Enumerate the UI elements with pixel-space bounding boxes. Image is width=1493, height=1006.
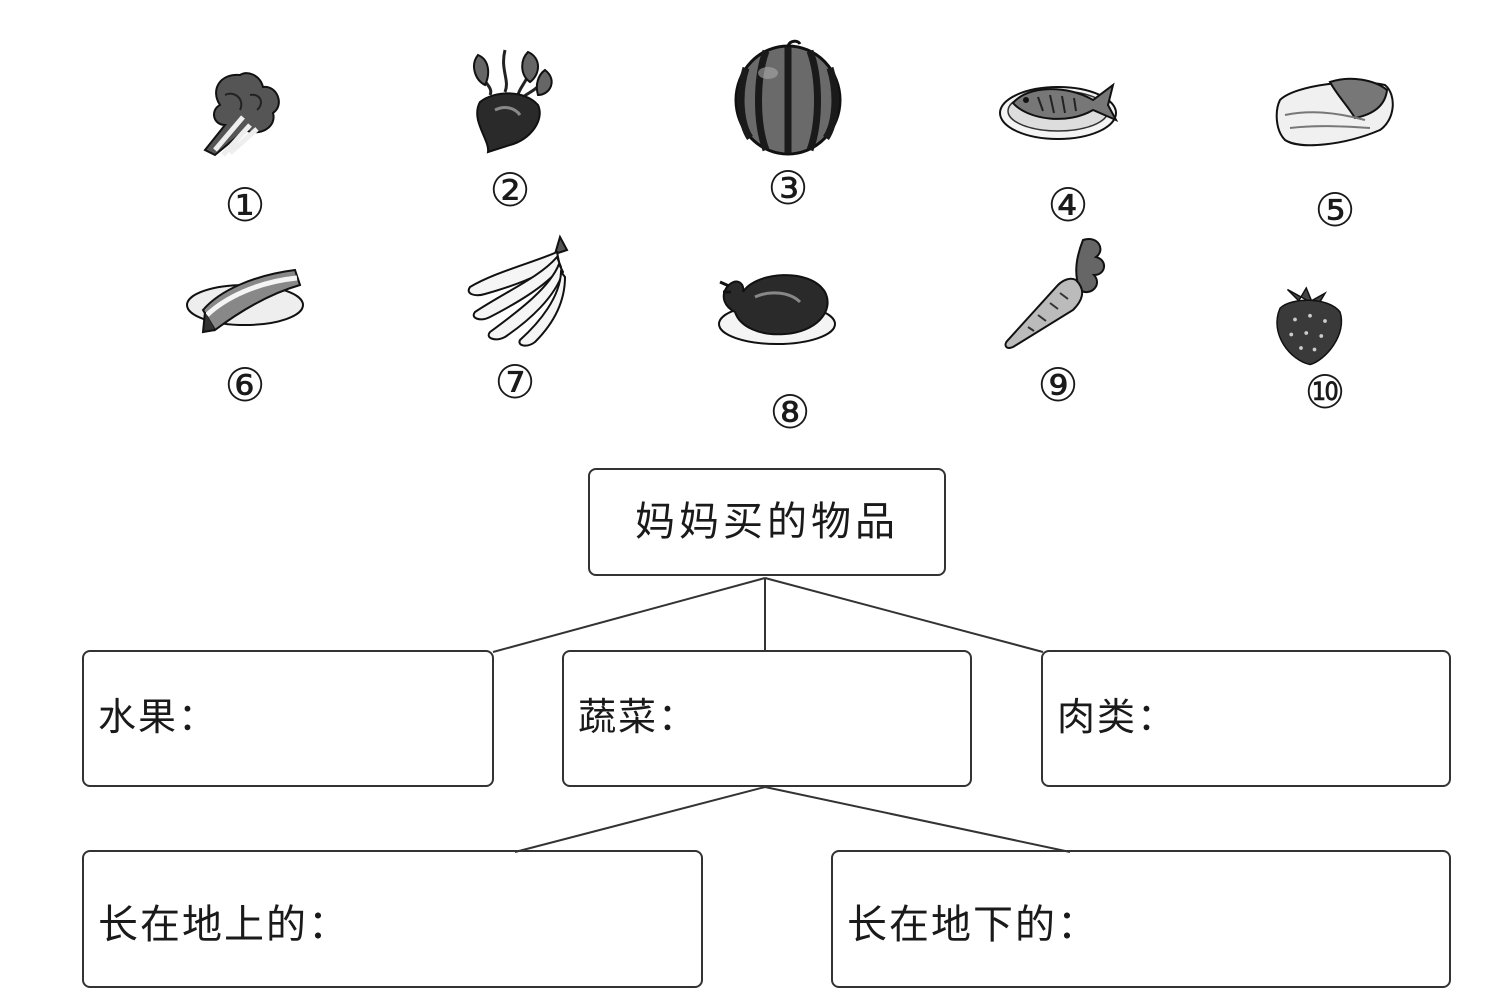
item-number: ⑦ <box>494 355 536 409</box>
beet-icon <box>473 49 553 154</box>
carrot-icon <box>1004 238 1105 349</box>
item-number: ① <box>224 178 266 232</box>
chinese-cabbage-icon <box>1275 77 1394 147</box>
item-number: ⑧ <box>769 385 811 439</box>
item-number: ④ <box>1047 178 1089 232</box>
item-8: ⑧ <box>690 262 890 452</box>
vegetable-label: 蔬菜： <box>578 695 699 739</box>
item-10: ⑩ <box>1225 282 1425 472</box>
connector-vegetable-above <box>514 786 766 853</box>
strawberry-icon <box>1276 286 1343 366</box>
item-number: ② <box>489 163 531 217</box>
item-3: ③ <box>688 38 888 228</box>
bok-choy-icon <box>203 72 280 157</box>
item-9: ⑨ <box>958 235 1158 425</box>
item-5: ⑤ <box>1235 60 1435 250</box>
item-number: ⑥ <box>224 358 266 412</box>
connector-vegetable-below <box>764 786 1071 853</box>
connector-root-meat <box>764 577 1044 653</box>
banana-icon <box>467 234 569 347</box>
fish-on-plate-icon <box>999 82 1119 140</box>
item-number: ⑤ <box>1314 183 1356 237</box>
above-ground-box: 长在地上的： <box>82 850 703 988</box>
meat-box: 肉类： <box>1041 650 1451 787</box>
below-ground-box: 长在地下的： <box>831 850 1451 988</box>
item-1: ① <box>145 55 345 245</box>
connector-root-fruit <box>492 577 766 653</box>
item-number: ⑨ <box>1037 358 1079 412</box>
item-6: ⑥ <box>145 260 345 450</box>
item-number: ③ <box>767 161 809 215</box>
roast-chicken-icon <box>718 274 836 345</box>
fruit-box: 水果： <box>82 650 494 787</box>
root-label: 妈妈买的物品 <box>635 499 899 545</box>
above-ground-label: 长在地上的： <box>98 902 350 948</box>
meat-label: 肉类： <box>1057 695 1178 739</box>
watermelon-icon <box>734 39 842 156</box>
root-box: 妈妈买的物品 <box>588 468 946 576</box>
item-2: ② <box>410 40 610 230</box>
vegetable-box: 蔬菜： <box>562 650 972 787</box>
fruit-label: 水果： <box>98 695 219 739</box>
item-4: ④ <box>968 55 1168 245</box>
item-7: ⑦ <box>415 232 615 422</box>
meat-slices-icon <box>186 268 304 334</box>
item-number: ⑩ <box>1304 365 1346 419</box>
below-ground-label: 长在地下的： <box>847 902 1099 948</box>
